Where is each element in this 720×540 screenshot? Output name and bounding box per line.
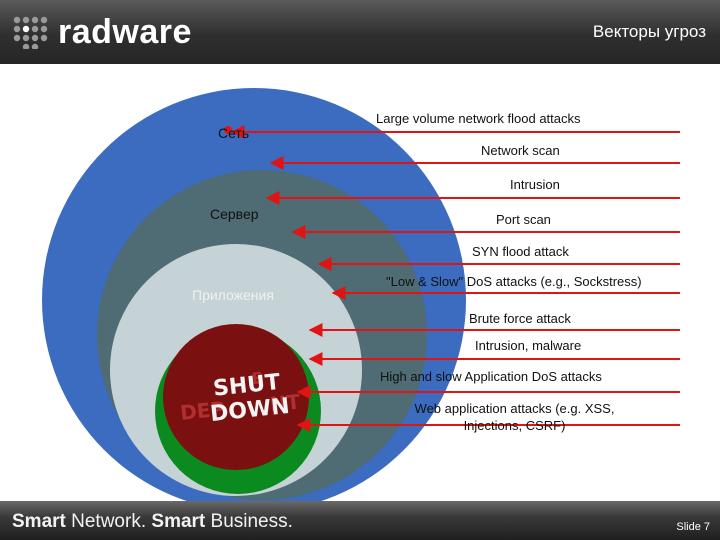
- zone-label-server: Сервер: [210, 206, 259, 222]
- attack-label-10: Web application attacks (e.g. XSS, Injec…: [414, 401, 615, 433]
- tagline-smart-2: Smart: [151, 511, 206, 532]
- slide-number: Slide 7: [676, 521, 710, 533]
- network-marker-dot: [224, 126, 232, 134]
- attack-label-4: Port scan: [496, 212, 551, 227]
- radware-logo[interactable]: radware: [12, 12, 192, 52]
- stamp-ghost-mid: E: [251, 368, 264, 388]
- attack-label-2: Network scan: [481, 143, 560, 158]
- header-bar: radware Векторы угроз: [0, 0, 720, 64]
- attack-label-9: High and slow Application DoS attacks: [380, 369, 602, 384]
- attack-arrows: [230, 125, 680, 432]
- attack-label-5: SYN flood attack: [472, 244, 569, 259]
- tagline-smart-1: Smart: [12, 511, 66, 532]
- zone-label-network: Сеть: [218, 125, 250, 141]
- zone-label-application: Приложения: [192, 287, 274, 303]
- stamp-text: DEP E NT SHUT DOWN: [179, 368, 302, 427]
- attack-label-3: Intrusion: [510, 177, 560, 192]
- attack-label-1: Large volume network flood attacks: [376, 111, 581, 126]
- attack-label-6: "Low & Slow" DoS attacks (e.g., Sockstre…: [386, 274, 642, 289]
- attack-label-8: Intrusion, malware: [475, 338, 582, 353]
- slide-title: Векторы угроз: [592, 22, 706, 41]
- footer-tagline: Smart Network. Smart Business.: [12, 511, 293, 533]
- attack-label-7: Brute force attack: [469, 311, 571, 326]
- shutdown-stamp: [163, 324, 309, 470]
- footer-bar: Smart Network. Smart Business. Slide 7: [0, 501, 720, 540]
- tagline-business: Business.: [205, 511, 293, 532]
- stamp-ghost-left: DEP: [179, 396, 226, 425]
- logo-text: radware: [58, 12, 192, 51]
- stamp-ghost-right: NT: [269, 389, 302, 416]
- tagline-network: Network.: [65, 511, 152, 532]
- logo-dots-icon: [13, 16, 48, 49]
